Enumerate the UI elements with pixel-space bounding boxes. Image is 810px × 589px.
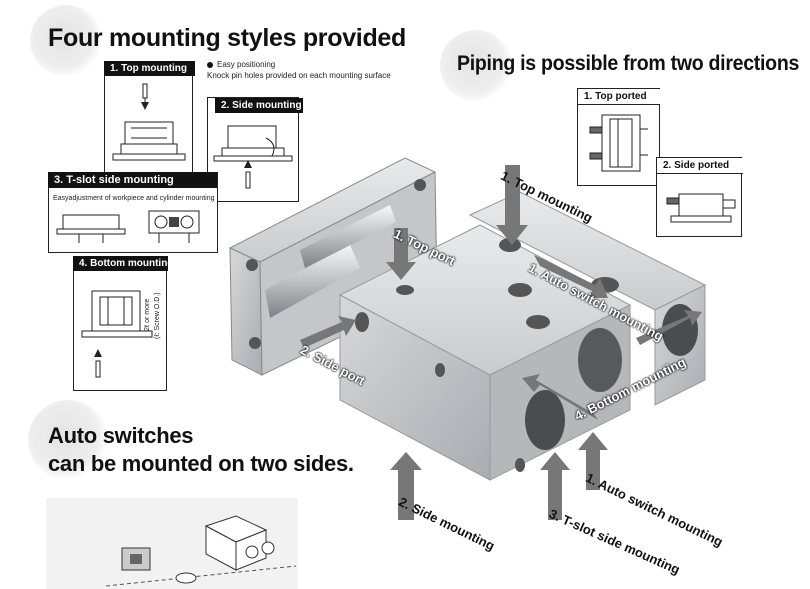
bullet-dot-icon: [207, 62, 213, 68]
tslot-mounting-drawing: [56, 210, 200, 243]
side-ported-drawing: [666, 193, 736, 223]
side-mounting-diagram: 2. Side mounting: [207, 97, 303, 202]
top-ported-label: 1. Top ported: [578, 89, 660, 105]
tslot-mounting-label: 3. T-slot side mounting: [48, 172, 217, 188]
bottom-mounting-drawing: [81, 290, 153, 378]
bottom-mounting-label: 4. Bottom mounting: [73, 256, 173, 271]
side-mounting-label: 2. Side mounting: [215, 98, 303, 113]
top-mounting-label: 1. Top mounting: [104, 61, 195, 76]
bottom-mounting-diagram: 4. Bottom mounting (ℓ: Screw O.D.) 2ℓ or…: [73, 256, 173, 391]
top-mounting-drawing: [112, 83, 186, 161]
bullet-note-positioning: Easy positioning: [217, 60, 276, 69]
heading-backdrop-circle: [28, 400, 108, 480]
top-ported-diagram: 1. Top ported: [577, 88, 660, 186]
side-ported-diagram: 2. Side ported: [656, 157, 743, 237]
heading-backdrop-circle: [30, 5, 102, 77]
auto-switch-drawing: [105, 515, 297, 587]
side-mounting-drawing: [213, 125, 293, 189]
heading-auto-switches: Auto switches: [48, 423, 194, 448]
top-ported-drawing: [589, 114, 648, 172]
heading-mounting-styles: Four mounting styles provided: [48, 24, 406, 52]
bullet-note-knock-pin: Knock pin holes provided on each mountin…: [207, 71, 391, 80]
side-ported-label: 2. Side ported: [657, 158, 743, 174]
heading-piping-directions: Piping is possible from two directions: [457, 52, 800, 75]
heading-auto-switches-sides: can be mounted on two sides.: [48, 451, 354, 476]
tslot-mounting-diagram: 3. T-slot side mounting Easyadjustment o…: [48, 172, 218, 253]
heading-backdrop-circle: [440, 30, 512, 102]
tslot-mounting-note: Easyadjustment of workpiece and cylinder…: [53, 195, 215, 202]
